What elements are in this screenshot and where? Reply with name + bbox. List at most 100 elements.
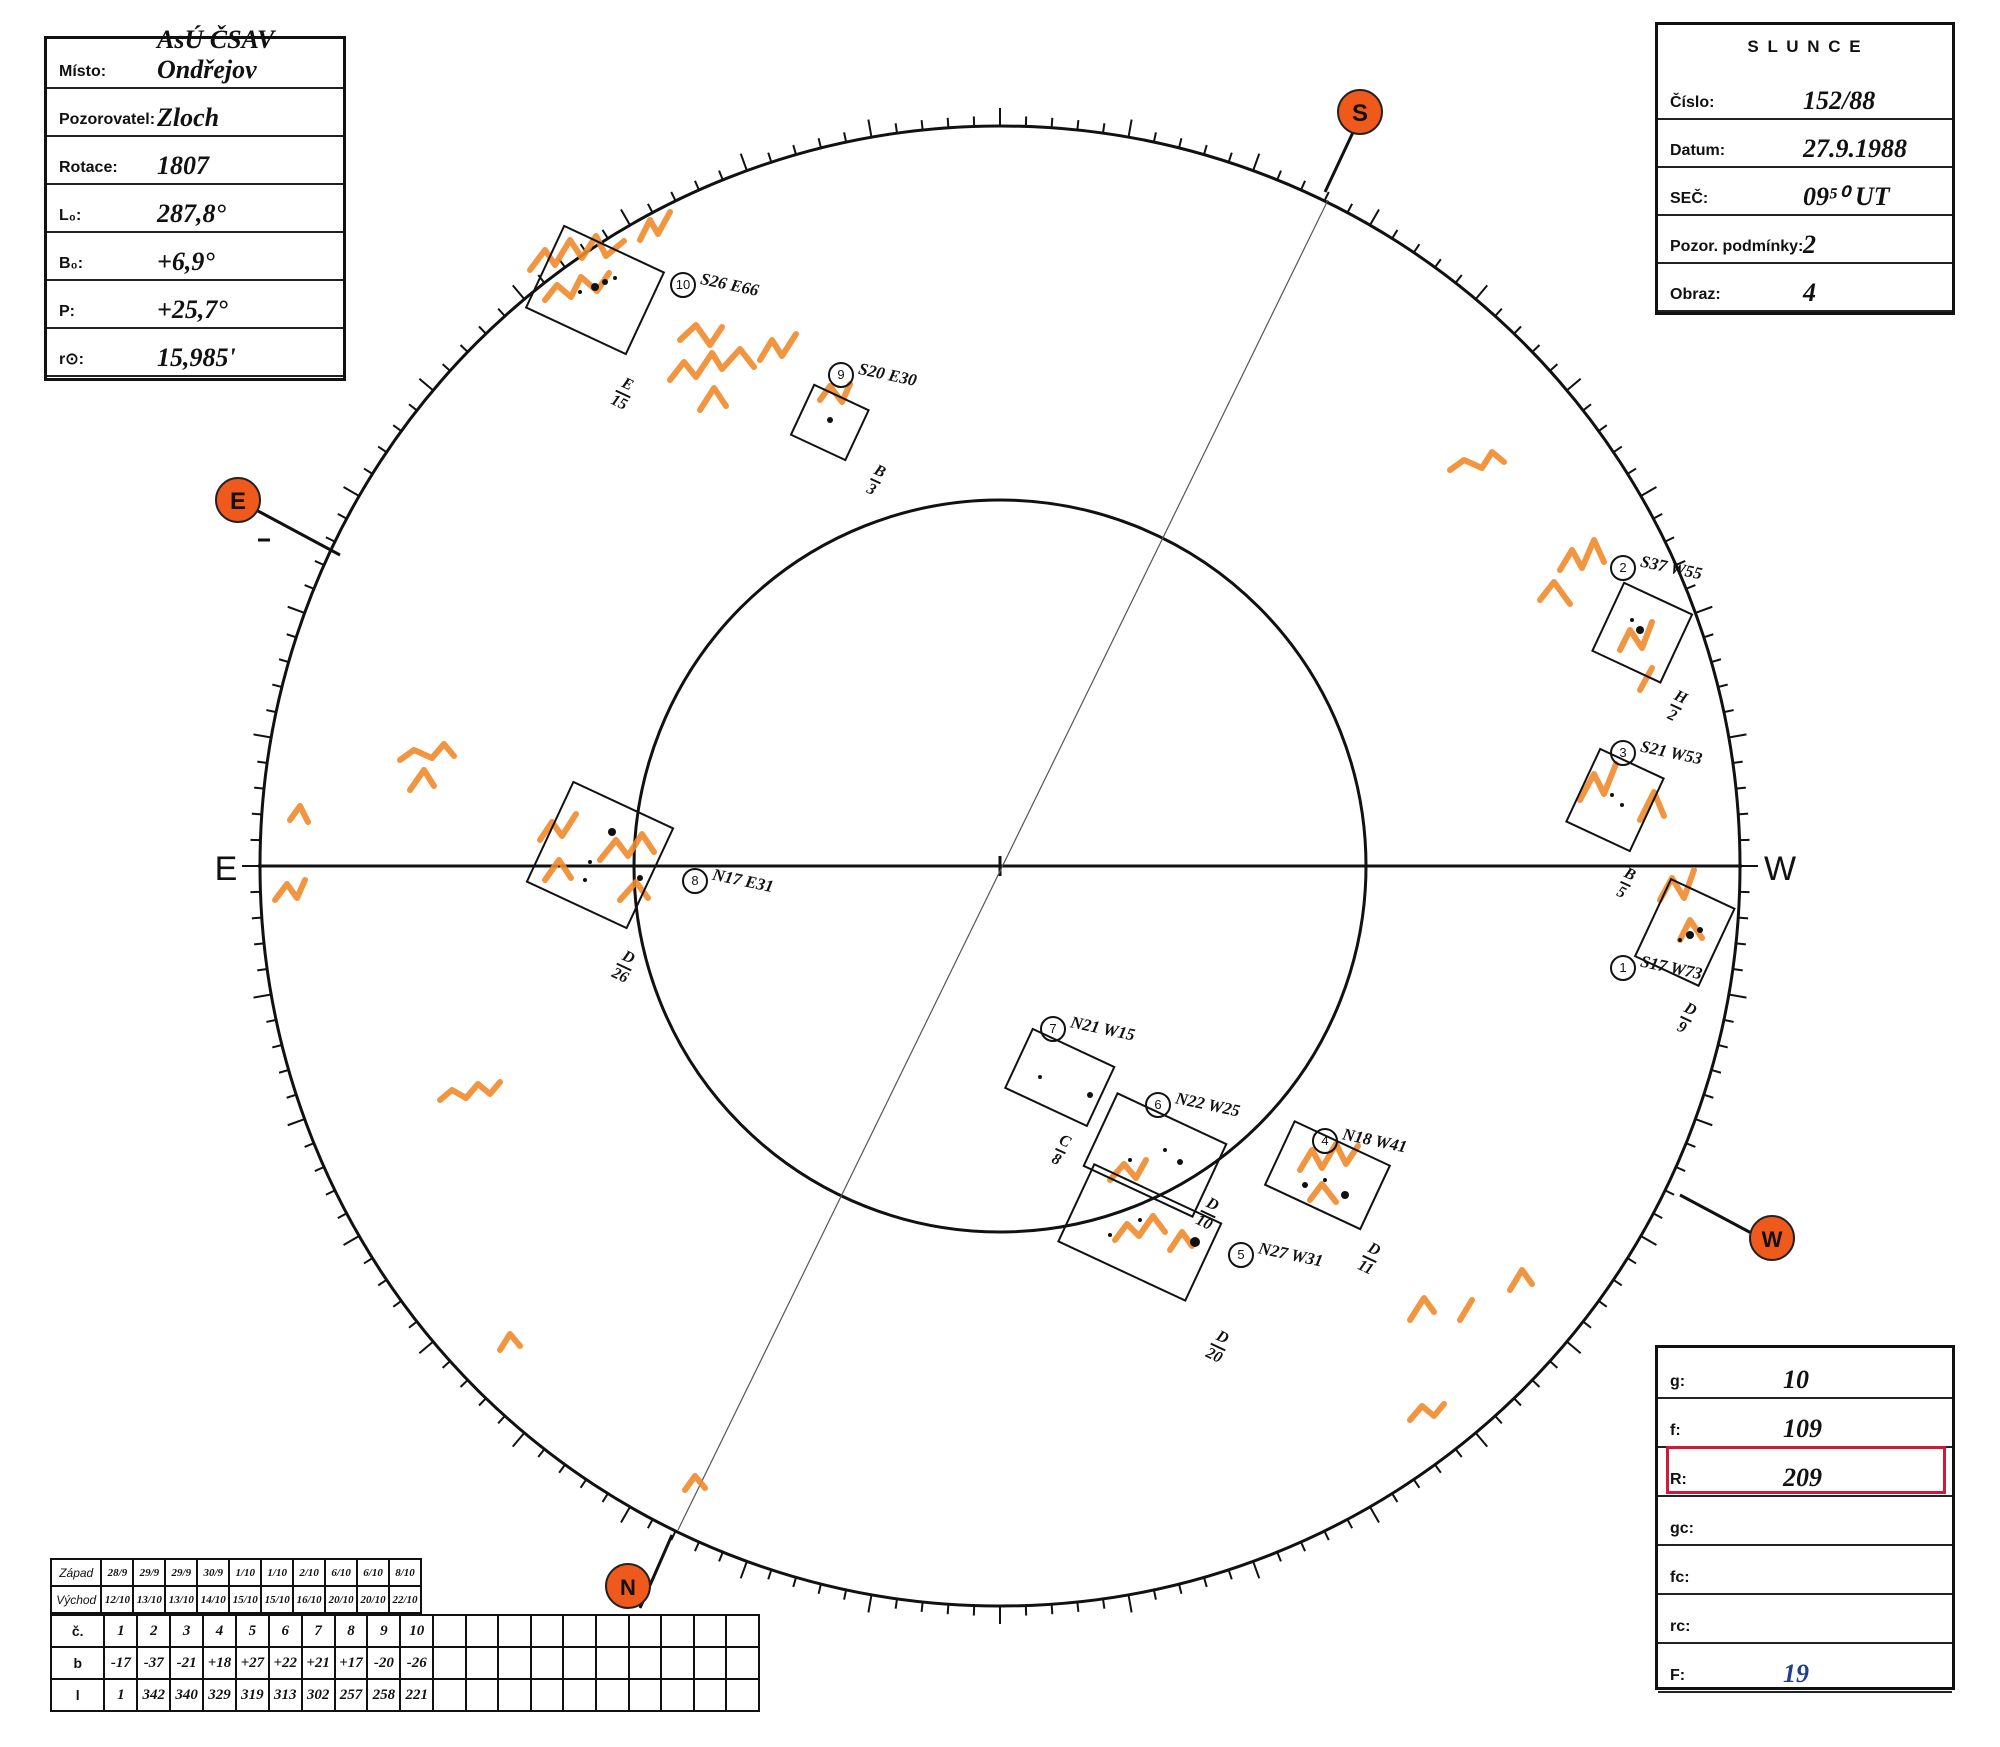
stat-field-value: 19 (1783, 1659, 1809, 1688)
degree-tick (647, 1518, 654, 1529)
degree-tick (1434, 258, 1442, 268)
zapad-cell: 2/10 (292, 1558, 327, 1587)
b-cell: +22 (267, 1646, 303, 1680)
vychod-cell: 20/10 (356, 1585, 391, 1614)
vychod-cell: 14/10 (196, 1585, 231, 1614)
zapad-cell: 30/9 (196, 1558, 231, 1587)
stat-field-row: gc: (1658, 1495, 1952, 1546)
degree-tick (1474, 1432, 1488, 1448)
degree-tick (392, 424, 402, 432)
cislo-cell (497, 1614, 532, 1648)
degree-tick (1735, 942, 1746, 946)
degree-tick (1369, 209, 1380, 226)
stat-field-label: f: (1670, 1422, 1681, 1439)
group-coordinates: S37 W55 (1638, 551, 1704, 584)
stat-field-label: fc: (1670, 1569, 1690, 1586)
degree-tick (1627, 467, 1637, 475)
degree-tick (867, 119, 873, 138)
compass-north: N (605, 1563, 651, 1609)
observation-field-label: r⊙: (59, 351, 84, 368)
group-number: 2 (1610, 555, 1636, 581)
observation-field-value: AsÚ ČSAV Ondřejov (157, 25, 274, 84)
degree-tick (1732, 967, 1743, 972)
degree-tick (1735, 786, 1746, 790)
stat-field-label: gc: (1670, 1520, 1694, 1537)
group-coordinates: N17 E31 (710, 864, 776, 897)
degree-tick (1738, 812, 1749, 816)
degree-tick (1050, 117, 1054, 128)
degree-tick (478, 1397, 487, 1407)
stat-field-row: R:209 (1658, 1446, 1952, 1497)
degree-tick (1300, 1541, 1306, 1552)
degree-tick (272, 683, 283, 688)
degree-tick (253, 733, 272, 739)
group-3-box (1565, 747, 1665, 853)
degree-tick (1717, 683, 1728, 688)
cislo-cell: 4 (202, 1614, 237, 1648)
vychod-cell: 12/10 (100, 1585, 135, 1614)
b-cell: +21 (300, 1646, 336, 1680)
observation-field-value: +6,9° (157, 247, 215, 276)
degree-tick (817, 138, 822, 149)
cislo-cell: 10 (399, 1614, 435, 1648)
degree-tick (418, 1340, 434, 1354)
degree-tick (314, 560, 325, 566)
b-label: b (49, 1646, 106, 1680)
observation-field-value: +25,7° (157, 295, 228, 324)
degree-tick (512, 284, 526, 300)
group-number: 1 (1610, 955, 1636, 981)
l-cell: 258 (366, 1678, 402, 1712)
slunce-field-row: Číslo:152/88 (1658, 70, 1952, 120)
b-cell (529, 1646, 565, 1680)
degree-tick (894, 1598, 899, 1609)
svg-text:N: N (620, 1575, 636, 1600)
svg-text:S: S (1352, 100, 1368, 127)
svg-text:E: E (230, 488, 246, 515)
degree-tick (1412, 243, 1421, 254)
cislo-label: č. (49, 1614, 106, 1648)
degree-tick (497, 307, 506, 317)
degree-tick (1612, 445, 1623, 454)
degree-tick (286, 1093, 297, 1099)
degree-tick (497, 1415, 506, 1425)
group-5-box (1057, 1163, 1223, 1302)
degree-tick (392, 1300, 402, 1308)
l-cell (725, 1678, 760, 1712)
slunce-field-label: Datum: (1670, 142, 1726, 159)
slunce-field-label: Obraz: (1670, 286, 1721, 303)
degree-tick (1127, 119, 1133, 138)
l-cell: 302 (300, 1678, 336, 1712)
cislo-cell: 2 (136, 1614, 172, 1648)
degree-tick (1494, 307, 1503, 317)
observation-field-value: 15,985' (157, 343, 236, 372)
observation-field-row: L₀:287,8° (47, 183, 343, 233)
degree-tick (537, 1448, 546, 1458)
group-8-box (525, 780, 675, 930)
sunspots (578, 276, 1703, 1247)
degree-tick (1203, 1577, 1208, 1588)
slunce-field-row: Pozor. podmínky:2 (1658, 214, 1952, 264)
group-number: 8 (682, 868, 708, 894)
degree-tick (1227, 1569, 1233, 1580)
cislo-cell: 9 (366, 1614, 402, 1648)
group-number: 5 (1228, 1242, 1254, 1268)
sunspot-group-boxes (524, 224, 1736, 1302)
group-1-box (1633, 877, 1736, 988)
degree-tick (1323, 191, 1330, 202)
degree-tick (1227, 152, 1233, 163)
group-coordinates: S26 E66 (698, 269, 761, 300)
degree-tick (377, 445, 388, 454)
degree-tick (1152, 1589, 1157, 1600)
degree-tick (1549, 1360, 1559, 1369)
stat-field-value: 109 (1783, 1414, 1822, 1443)
degree-tick (1252, 153, 1261, 171)
l-cell (497, 1678, 532, 1712)
degree-tick (287, 1118, 305, 1127)
degree-tick (1474, 284, 1488, 300)
degree-tick (792, 144, 797, 155)
